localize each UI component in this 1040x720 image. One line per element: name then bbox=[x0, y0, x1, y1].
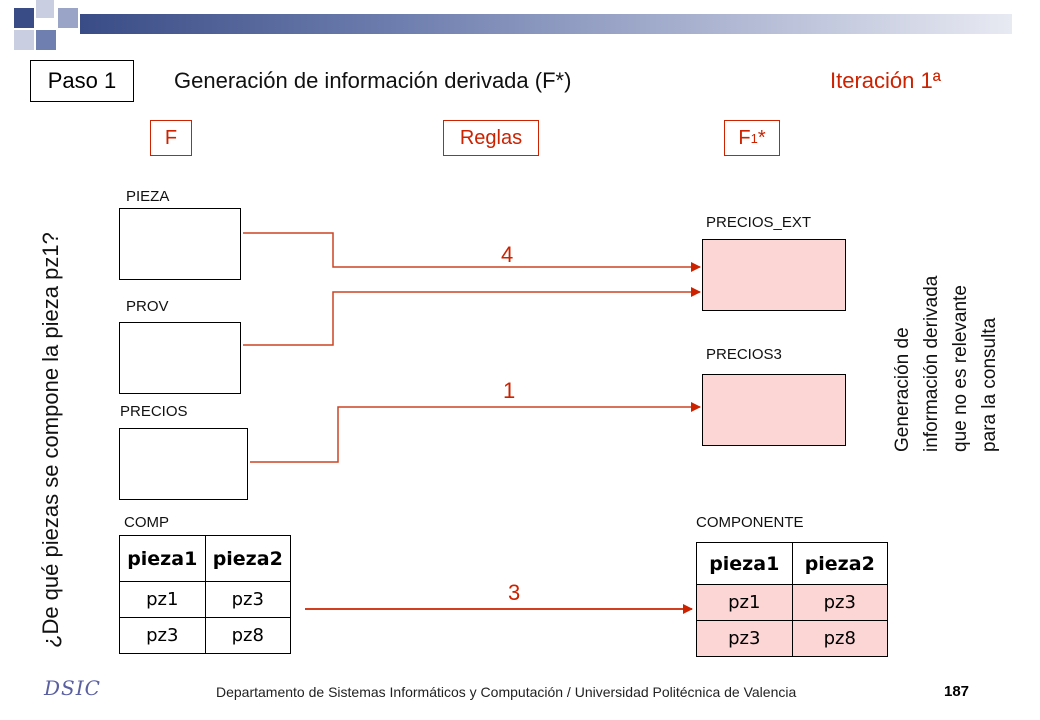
footer-text: Departamento de Sistemas Informáticos y … bbox=[216, 684, 797, 700]
relation-label-componente: COMPONENTE bbox=[696, 514, 804, 531]
relation-label-precios-ext: PRECIOS_EXT bbox=[706, 214, 812, 231]
rule-number-1: 1 bbox=[503, 378, 516, 403]
decor-square bbox=[14, 30, 34, 50]
relevance-note: Generación de información derivada que n… bbox=[892, 275, 1000, 452]
connector-prov-precios-ext bbox=[243, 287, 701, 346]
connector-precios-precios3 bbox=[250, 402, 701, 463]
rule-number-3: 3 bbox=[508, 580, 521, 605]
table-row: pieza1 pieza2 bbox=[696, 542, 888, 585]
table-cell: pz3 bbox=[791, 584, 888, 621]
relation-box-precios3 bbox=[702, 374, 846, 446]
column-f: F bbox=[150, 120, 192, 156]
decor-square bbox=[14, 8, 34, 28]
relation-label-prov: PROV bbox=[126, 298, 169, 315]
table-row: pz3 pz8 bbox=[696, 620, 888, 657]
table-cell: pz8 bbox=[204, 617, 291, 654]
relation-box-pieza bbox=[119, 208, 241, 280]
table-cell: pz1 bbox=[696, 584, 793, 621]
table-cell: pz3 bbox=[119, 617, 206, 654]
iteration-label: Iteración 1ª bbox=[830, 68, 941, 93]
table-cell: pz3 bbox=[204, 581, 291, 618]
decor-square bbox=[36, 30, 56, 50]
table-header: pieza1 bbox=[119, 535, 206, 582]
relation-box-precios-ext bbox=[702, 239, 846, 311]
decor-square bbox=[58, 8, 78, 28]
page-title: Generación de información derivada (F*) bbox=[174, 68, 572, 93]
relation-box-prov bbox=[119, 322, 241, 394]
relation-box-precios bbox=[119, 428, 248, 500]
decor-square bbox=[36, 0, 54, 18]
header-bar bbox=[80, 14, 1012, 34]
step-label: Paso 1 bbox=[30, 60, 134, 102]
table-header: pieza1 bbox=[696, 542, 793, 585]
table-row: pz3 pz8 bbox=[119, 617, 291, 654]
table-cell: pz3 bbox=[696, 620, 793, 657]
relation-label-precios: PRECIOS bbox=[120, 403, 188, 420]
table-header: pieza2 bbox=[791, 542, 888, 585]
comp-table: pieza1 pieza2 pz1 pz3 pz3 pz8 bbox=[119, 535, 291, 654]
rule-number-4: 4 bbox=[501, 242, 514, 267]
componente-table: pieza1 pieza2 pz1 pz3 pz3 pz8 bbox=[696, 542, 888, 657]
relation-label-precios3: PRECIOS3 bbox=[706, 346, 782, 363]
table-header: pieza2 bbox=[204, 535, 291, 582]
dsic-logo: DSIC bbox=[44, 676, 101, 700]
table-cell: pz8 bbox=[791, 620, 888, 657]
connector-pieza-precios-ext bbox=[243, 232, 701, 272]
relation-label-comp: COMP bbox=[124, 514, 169, 531]
table-row: pieza1 pieza2 bbox=[119, 535, 291, 582]
relation-label-pieza: PIEZA bbox=[126, 188, 170, 205]
column-rules: Reglas bbox=[443, 120, 539, 156]
page-number: 187 bbox=[944, 683, 970, 700]
table-row: pz1 pz3 bbox=[696, 584, 888, 621]
